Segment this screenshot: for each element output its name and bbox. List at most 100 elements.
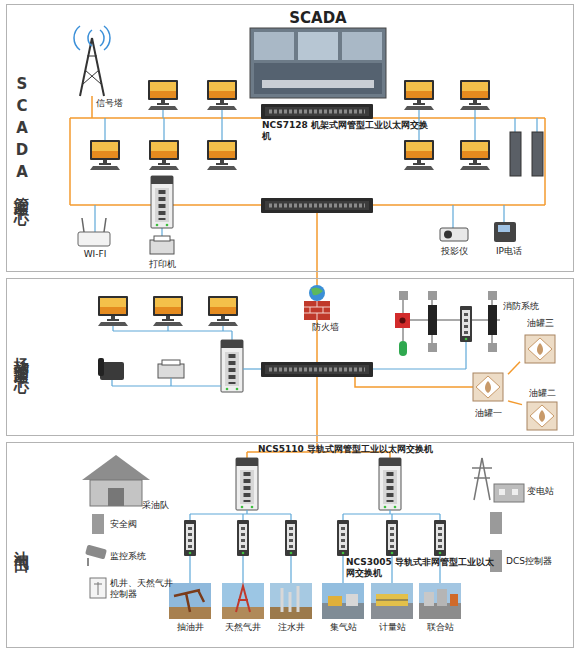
din-switch [184, 520, 196, 556]
device-caption: 安全阀 [110, 519, 150, 530]
section-heading: 油气田 [13, 539, 31, 551]
fire-sensor [428, 291, 437, 300]
device-node: 投影仪 [434, 246, 474, 258]
device-node: 消防系统 [503, 301, 555, 313]
printer-link [161, 228, 162, 236]
printer-body [150, 240, 174, 254]
device-node: 采油队 [142, 500, 180, 512]
device-caption: DCS控制器 [506, 556, 568, 567]
projector [440, 228, 468, 241]
projector-link [452, 205, 453, 228]
device-node: 联合站 [418, 622, 462, 634]
printer [150, 236, 174, 254]
device-node: 打印机 [142, 259, 182, 271]
din-switch [379, 458, 401, 510]
projector-lens [444, 231, 452, 239]
firewall [304, 285, 330, 320]
fire-sensor [488, 343, 497, 352]
router-body [78, 232, 110, 246]
pc-link [474, 110, 475, 118]
pc-link [474, 118, 475, 140]
device-link [243, 368, 261, 369]
fire-system [395, 291, 500, 356]
brick-wall [304, 301, 330, 320]
wifi-link [94, 205, 95, 232]
device-caption: 油罐一 [468, 408, 508, 419]
device-node: NCS7128 机架式网管型工业以太网交换机 [262, 120, 432, 146]
printer [158, 360, 184, 378]
photo-sky [371, 583, 413, 619]
device-node: 变电站 [527, 486, 567, 498]
globe [309, 285, 325, 301]
fire-switch [488, 305, 497, 335]
computer [208, 296, 238, 326]
desk-phone [98, 358, 124, 380]
device-caption: 油罐三 [520, 318, 560, 329]
device-node: 油罐三 [520, 318, 560, 363]
rack-switch [261, 198, 373, 213]
computer [404, 80, 434, 110]
device-node: SCADA [268, 9, 368, 27]
pc-link [112, 326, 113, 331]
fire-alarm [395, 313, 410, 328]
rack-switch [261, 362, 373, 377]
device-caption: 集气站 [321, 622, 365, 633]
device-node: 油罐二 [522, 388, 562, 432]
plant-tank [437, 589, 447, 606]
device-node: 机井、天然气井控制器 [110, 578, 178, 602]
device-node: 天然气井 [219, 622, 267, 634]
device-caption: NCS7128 机架式网管型工业以太网交换机 [262, 120, 432, 142]
pc-link [113, 330, 232, 331]
controller-mark [94, 584, 102, 585]
tower-brace [87, 56, 97, 57]
computer [404, 140, 434, 170]
device-caption: 抽油井 [168, 622, 212, 633]
device-caption: IP电话 [486, 246, 532, 257]
computer [149, 140, 179, 170]
section-band: 场站管理中心防火墙消防系统油罐三油罐二油罐一 [6, 278, 574, 436]
ip-phone [494, 222, 516, 242]
gas-rig [236, 586, 250, 612]
fire-valve [399, 341, 407, 356]
orange-link [246, 452, 248, 458]
station-photos [169, 583, 461, 619]
fire-sensor [399, 291, 408, 300]
device-caption: 计量站 [370, 622, 414, 633]
device-link [111, 380, 112, 386]
fire-link [373, 368, 466, 369]
phone-link [503, 205, 504, 222]
din-switch [237, 520, 249, 556]
server-link [536, 118, 537, 132]
device-caption: 信号塔 [96, 98, 136, 109]
device-node: 油罐一 [468, 372, 508, 419]
device-caption: 防火墙 [312, 322, 352, 333]
photo-sky [322, 583, 364, 619]
computer [148, 80, 178, 110]
projector-body [440, 228, 468, 241]
server-tower [510, 132, 521, 176]
device-node: WI-FI [72, 249, 118, 261]
mortar [317, 301, 318, 307]
screen-frame [250, 28, 386, 98]
pc-link [163, 118, 164, 140]
gas-station-unit [328, 596, 342, 606]
pc-link [221, 118, 222, 140]
device-caption: 监控系统 [110, 551, 162, 562]
device-node: 抽油井 [168, 622, 212, 634]
photo-sky [270, 583, 312, 619]
house-body [90, 480, 142, 506]
pump-jack [174, 590, 204, 612]
screen-panel [254, 32, 294, 60]
pc-link [221, 110, 222, 118]
din-switch [285, 520, 297, 556]
building-window [499, 489, 505, 495]
fire-alarm-button [400, 318, 406, 324]
tower-leg [92, 38, 104, 96]
device-node: 集气站 [321, 622, 365, 634]
house-roof [82, 455, 150, 480]
device-caption: 打印机 [142, 259, 182, 270]
din-switch [151, 176, 173, 228]
device-caption: 机井、天然气井控制器 [110, 578, 178, 600]
tower-leg [80, 38, 92, 96]
camera-body [85, 545, 107, 560]
